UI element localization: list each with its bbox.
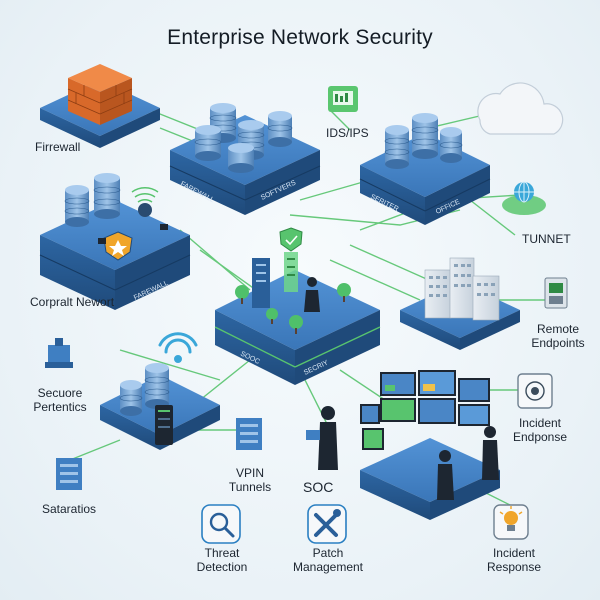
connection-line xyxy=(199,359,251,401)
camera-icon xyxy=(98,224,168,244)
shield-icon xyxy=(279,227,303,252)
label-firewall: Firrewall xyxy=(35,140,81,154)
tree-icon xyxy=(289,315,303,334)
page-title: Enterprise Network Security xyxy=(167,26,433,49)
connection-line xyxy=(69,439,121,461)
monitor-icon xyxy=(380,372,416,396)
satellite-dish-icon xyxy=(131,187,159,217)
wrench-icon xyxy=(307,504,347,544)
connection-line xyxy=(329,109,351,131)
person-icon xyxy=(437,450,454,500)
database-icon xyxy=(267,111,293,147)
database-icon xyxy=(228,143,254,173)
monitor-icon xyxy=(418,398,456,424)
secure-device-icon xyxy=(45,338,73,368)
label-ids-ips: IDS/IPS xyxy=(326,126,369,140)
tree-icon xyxy=(266,308,278,324)
ids-ips-icon xyxy=(328,86,358,112)
firewall-brick-icon xyxy=(67,64,133,125)
monitor-icon xyxy=(458,404,490,426)
label-tunnet: TUNNET xyxy=(522,232,571,246)
connection-line xyxy=(299,179,371,201)
database-icon xyxy=(384,125,410,169)
bulb-icon xyxy=(493,504,529,540)
monitor-wall xyxy=(360,370,490,450)
tunnel-globe-icon xyxy=(502,181,546,215)
soc-control-platform xyxy=(360,438,500,520)
server-icon xyxy=(236,418,262,450)
database-icon xyxy=(64,185,90,227)
shield-icon xyxy=(103,231,133,261)
connection-line xyxy=(119,349,221,381)
monitor-icon xyxy=(418,370,456,396)
database-icon xyxy=(144,363,170,409)
wifi-icon xyxy=(158,332,198,363)
label-corporate-network: Corpralt Newort xyxy=(30,295,115,309)
database-icon xyxy=(439,127,463,163)
monitor-icon xyxy=(458,378,490,402)
connection-line xyxy=(469,199,516,236)
monitor-icon xyxy=(380,398,416,422)
server-icon xyxy=(56,458,82,490)
database-icon xyxy=(119,380,143,416)
incident-endpoint-icon xyxy=(517,373,553,409)
monitor-icon xyxy=(362,428,384,450)
office-buildings-platform xyxy=(400,257,520,350)
remote-device-icon xyxy=(544,277,568,309)
office-building-icon xyxy=(424,257,500,321)
person-icon xyxy=(482,426,499,480)
server-rack-icon xyxy=(155,405,173,445)
label-sataratios: Sataratios xyxy=(42,502,97,516)
database-icon xyxy=(411,113,439,159)
person-icon xyxy=(304,277,320,312)
monitor-icon xyxy=(360,404,380,424)
server-tower-icon xyxy=(252,258,270,308)
magnifier-icon xyxy=(201,504,241,544)
tree-icon xyxy=(235,285,249,304)
connection-line xyxy=(329,259,421,301)
label-soc: SOC xyxy=(303,479,334,495)
person-icon xyxy=(306,406,338,470)
database-icon xyxy=(194,125,222,161)
data-tower-icon xyxy=(284,252,298,292)
database-icon xyxy=(93,173,121,219)
cloud-icon xyxy=(477,82,564,135)
tree-icon xyxy=(337,283,351,302)
firewall-platform xyxy=(40,64,160,148)
